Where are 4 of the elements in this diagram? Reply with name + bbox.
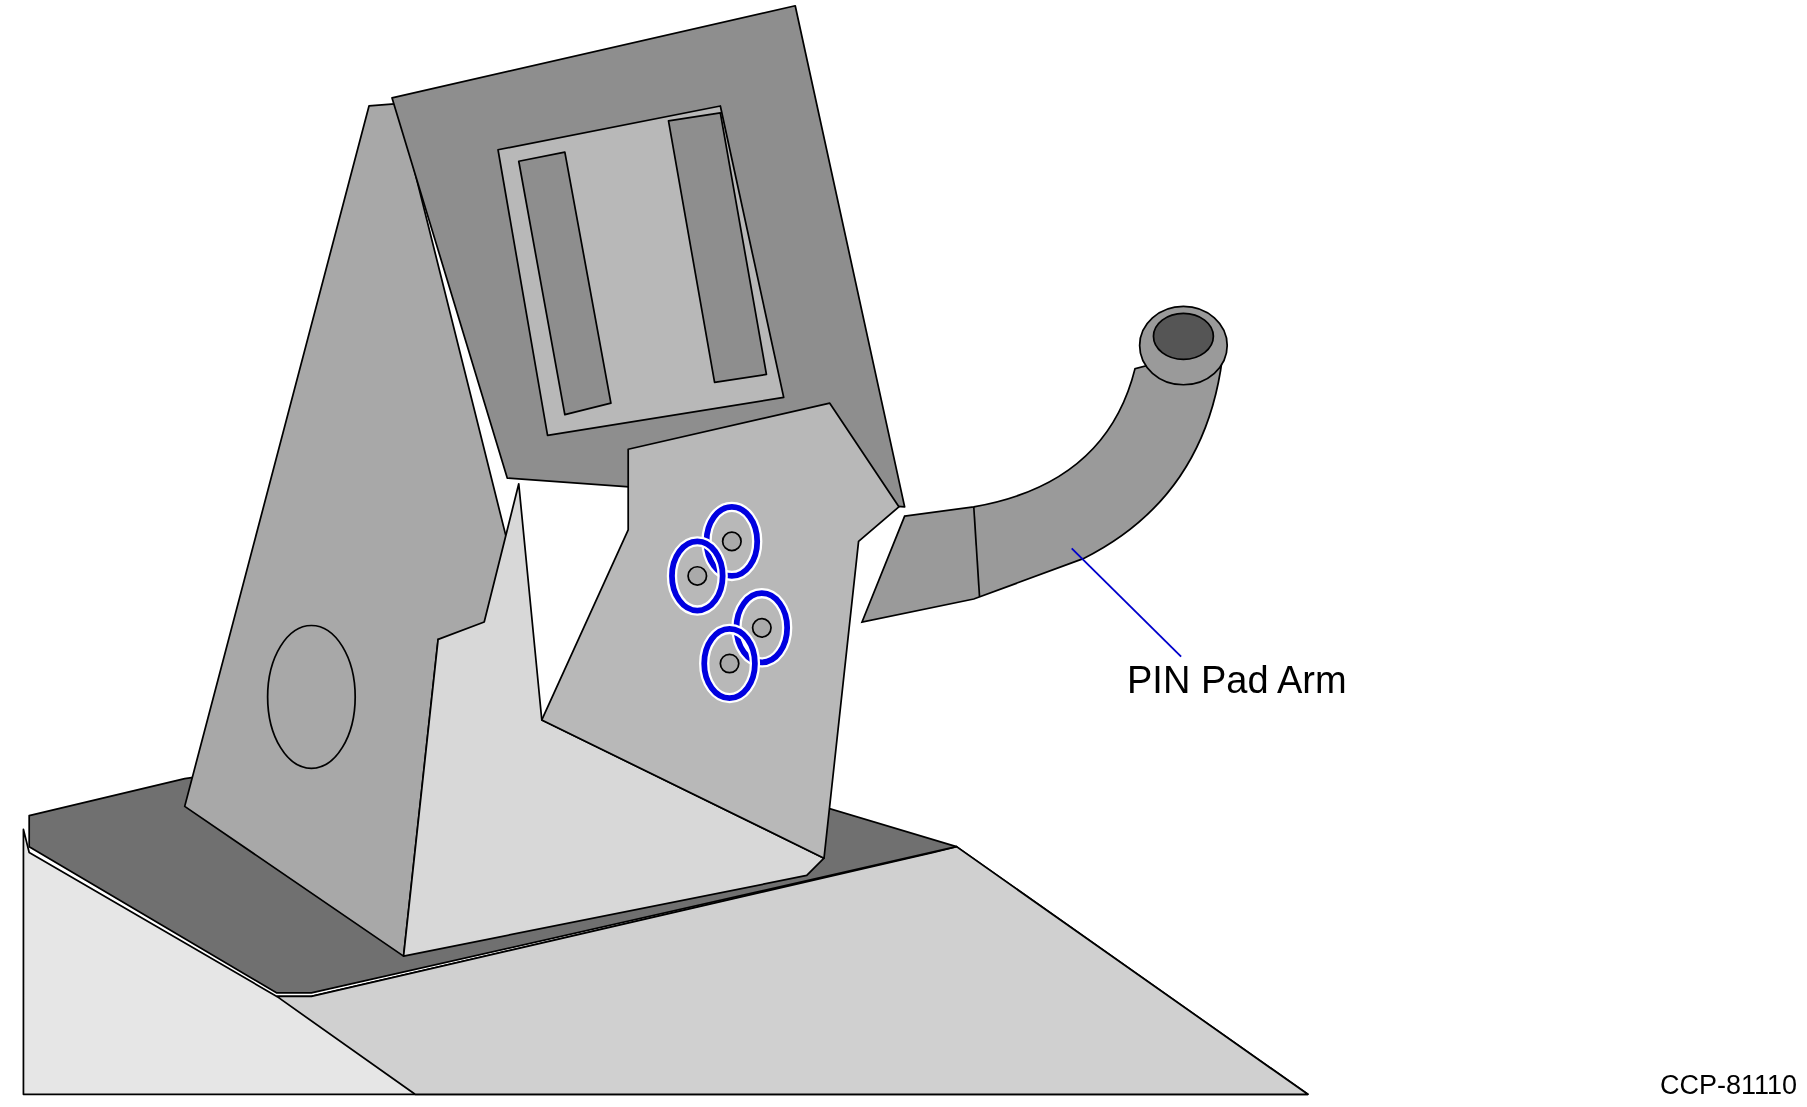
part-label: PIN Pad Arm [1127,660,1347,702]
pin-pad-arm-drawing [861,305,1229,623]
figure-number: CCP-81110 [1659,1071,1797,1101]
leader-line [1070,547,1183,658]
